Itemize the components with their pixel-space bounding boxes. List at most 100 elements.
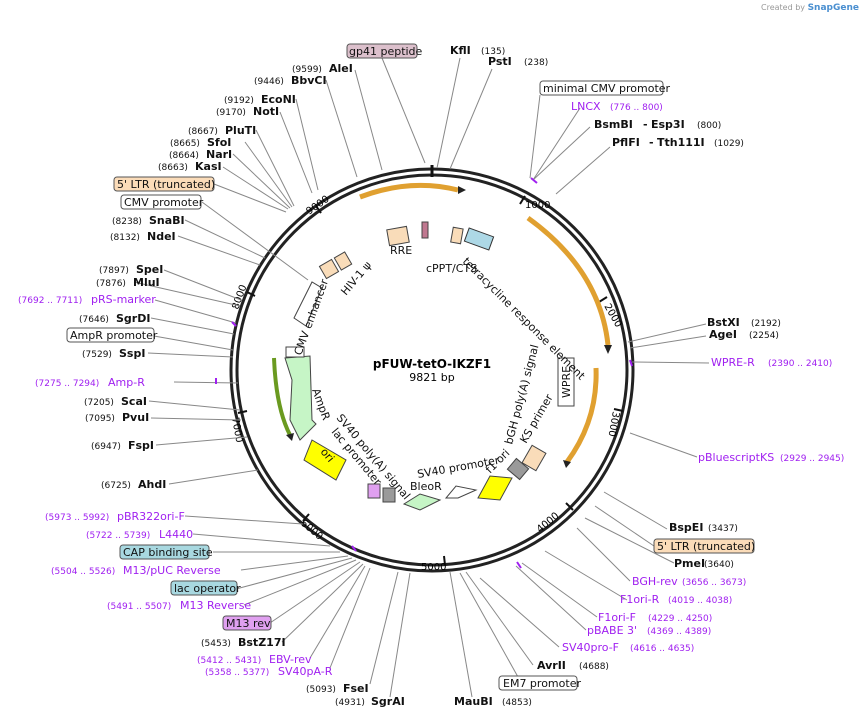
ltr-arc-right [526, 215, 611, 346]
plasmid-size: 9821 bp [409, 371, 454, 384]
ltr-arc-top [359, 182, 459, 200]
site-pflfi-dash: - [649, 136, 654, 149]
site-sspi: SspI [119, 347, 145, 360]
site-bstz17i: BstZ17I [238, 636, 286, 649]
site-fsei-pos: (5093) [306, 685, 336, 695]
site-noti-pos: (9170) [216, 108, 246, 118]
tick-9000: 9000 [304, 194, 331, 218]
site-5ltr-right: 5' LTR (truncated) [657, 540, 755, 553]
site-f1ori-r-pos: (4019 .. 4038) [668, 596, 732, 606]
site-pluti-pos: (8667) [188, 127, 218, 137]
feature-label-cppt: cPPT/CTS [426, 262, 477, 275]
site-l4440: L4440 [159, 528, 193, 541]
site-bbvci-pos: (9446) [254, 77, 284, 87]
tre-box [463, 227, 495, 251]
site-pvui: PvuI [122, 411, 149, 424]
site-mlui-pos: (7876) [96, 279, 126, 289]
site-sspi-pos: (7529) [82, 350, 112, 360]
site-kfli-pos: (135) [481, 47, 505, 57]
site-labels-top-right: gp41 peptide KflI (135) PstI (238) minim… [346, 43, 844, 708]
box-5ltr-left [113, 176, 215, 192]
site-pmei: PmeI [674, 557, 705, 570]
site-pvui-pos: (7095) [85, 414, 115, 424]
site-bsmbi-pos: (800) [697, 121, 721, 131]
site-spei: SpeI [136, 263, 163, 276]
site-nari: NarI [206, 148, 232, 161]
site-m13rev: M13 rev [226, 617, 271, 630]
site-tth111i: Tth111I [657, 136, 705, 149]
site-sv40pa-r: SV40pA-R [278, 665, 333, 678]
ltr-right-box [521, 444, 547, 472]
site-gp41: gp41 peptide [349, 45, 423, 58]
f1-ori-arrow [477, 475, 513, 501]
snapgene-credit: Created by SnapGene [761, 3, 859, 13]
box-gp41 [346, 43, 418, 59]
site-alei: AleI [329, 62, 353, 75]
site-lncx-pos: (776 .. 800) [610, 103, 663, 113]
site-nari-pos: (8664) [169, 151, 199, 161]
credit-prefix: Created by [761, 3, 806, 12]
tick-4000: 4000 [535, 511, 562, 536]
site-kasi: KasI [195, 160, 222, 173]
site-pbluescriptks-pos: (2929 .. 2945) [780, 454, 844, 464]
site-sgrdi: SgrDI [116, 312, 150, 325]
tick-5000: 5000 [421, 562, 446, 573]
tick-1000: 1000 [525, 200, 550, 211]
site-prs-marker: pRS-marker [91, 293, 156, 306]
site-scai: ScaI [121, 395, 147, 408]
site-sv40pa-r-pos: (5358 .. 5377) [205, 668, 269, 678]
site-lac-operator: lac operator [174, 582, 241, 595]
site-pbabe3-pos: (4369 .. 4389) [647, 627, 711, 637]
ori-arrow [303, 439, 347, 481]
site-pmei-pos: (3640) [704, 560, 734, 570]
site-wpre-r: WPRE-R [711, 356, 755, 369]
site-f1ori-r: F1ori-R [620, 593, 660, 606]
site-bspei-pos: (3437) [708, 524, 738, 534]
site-sgrai-pos: (4931) [335, 698, 365, 708]
site-cap-binding: CAP binding site [123, 546, 213, 559]
site-econi-pos: (9192) [224, 96, 254, 106]
box-ampr-promoter [66, 327, 155, 343]
site-ebv-rev: EBV-rev [269, 653, 312, 666]
ampr-promoter-box [285, 346, 305, 358]
site-5ltr-left: 5' LTR (truncated) [117, 178, 215, 191]
site-ahdi: AhdI [138, 478, 166, 491]
site-maubi-pos: (4853) [502, 698, 532, 708]
site-fspi-pos: (6947) [91, 442, 121, 452]
site-sfoi-pos: (8665) [170, 139, 200, 149]
site-bgh-rev: BGH-rev [632, 575, 678, 588]
feature-label-bleor: BleoR [410, 480, 442, 493]
site-wpre-r-pos: (2390 .. 2410) [768, 359, 832, 369]
site-pbr322ori-f: pBR322ori-F [117, 510, 185, 523]
site-prs-marker-pos: (7692 .. 7711) [18, 296, 82, 306]
site-ampr-promoter: AmpR promoter [70, 329, 158, 342]
site-sfoi: SfoI [207, 136, 231, 149]
ltr-arcs [272, 182, 612, 468]
site-noti: NotI [253, 105, 279, 118]
hiv-psi-box [318, 258, 340, 280]
primer-ticks [215, 177, 633, 569]
site-spei-pos: (7897) [99, 266, 129, 276]
site-pbr322ori-f-pos: (5973 .. 5992) [45, 513, 109, 523]
site-f1ori-f: F1ori-F [598, 611, 636, 624]
tick-7000: 7000 [229, 417, 244, 444]
cmv-enhancer-arrow [293, 281, 323, 327]
site-alei-pos: (9599) [292, 65, 322, 75]
site-bgh-rev-pos: (3656 .. 3673) [682, 578, 746, 588]
site-bstz17i-pos: (5453) [201, 639, 231, 649]
site-avrii-pos: (4688) [579, 662, 609, 672]
site-bstxi-pos: (2192) [751, 319, 781, 329]
site-scai-pos: (7205) [84, 398, 114, 408]
sv40-pa-box [382, 487, 396, 503]
rre-box [386, 225, 410, 247]
site-bsmbi-dash: - [643, 118, 648, 131]
site-snabi: SnaBI [149, 214, 185, 227]
site-sgrai: SgrAI [371, 695, 405, 708]
bleor-arrow [402, 493, 442, 511]
box-m13rev [222, 615, 272, 631]
site-agei: AgeI [709, 328, 737, 341]
site-sv40pro-f-pos: (4616 .. 4635) [630, 644, 694, 654]
site-psti-pos: (238) [524, 58, 548, 68]
site-min-cmv: minimal CMV promoter [543, 82, 671, 95]
